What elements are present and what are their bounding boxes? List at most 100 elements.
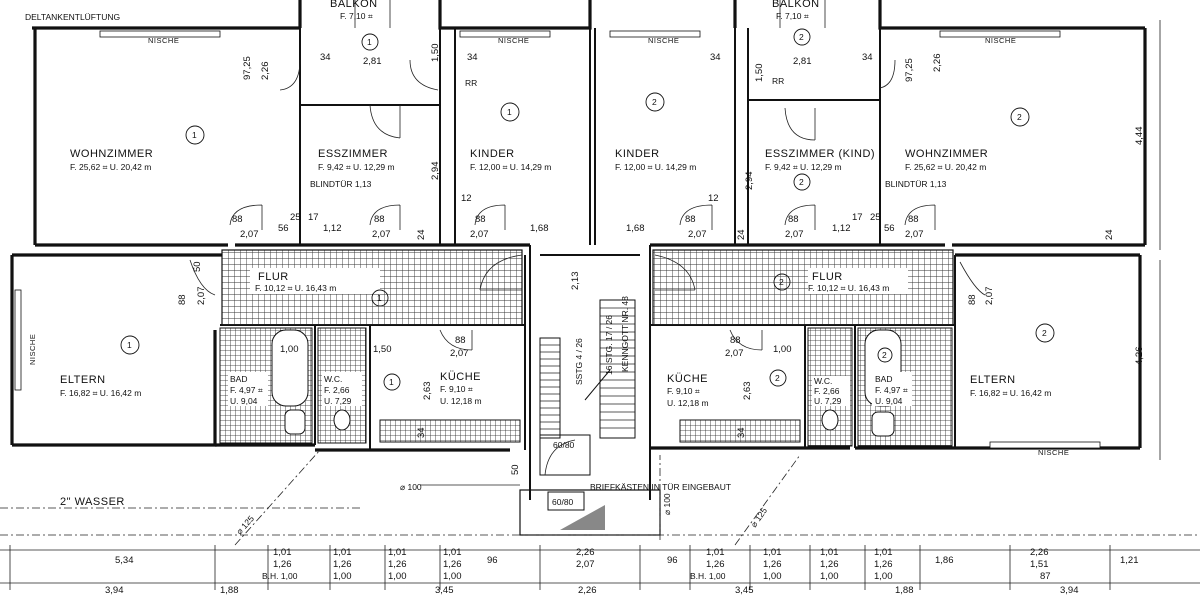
nische-6: NISCHE	[28, 334, 37, 365]
eltern-right-area: F. 16,82 ⌗ U. 16,42 m	[970, 388, 1051, 398]
wohnzimmer-right-area: F. 25,62 ⌗ U. 20,42 m	[905, 162, 986, 172]
dim-bottom: 1,26	[763, 559, 782, 570]
kinder-left-area: F. 12,00 ⌗ U. 14,29 m	[470, 162, 551, 172]
dim-text: 2,26	[260, 62, 271, 81]
size-6080-a: 60/80	[553, 440, 575, 450]
dim-text: 56	[884, 223, 895, 234]
dim-bottom: 1,00	[388, 571, 407, 582]
unit-number: 1	[127, 340, 132, 350]
dim-bottom: 1,00	[763, 571, 782, 582]
dim-bottom: 1,01	[874, 547, 893, 558]
dim-bottom: 2,07	[576, 559, 595, 570]
interior-walls	[220, 28, 956, 500]
dim-bottom: 1,01	[706, 547, 725, 558]
dim-bottom: 1,26	[706, 559, 725, 570]
dim-text: 34	[416, 427, 427, 438]
esszimmer-left-area: F. 9,42 ⌗ U. 12,29 m	[318, 162, 395, 172]
esszimmer-right-area: F. 9,42 ⌗ U. 12,29 m	[765, 162, 842, 172]
dim-text: 2,94	[430, 162, 441, 181]
dim-text: 2,07	[725, 348, 744, 359]
nische-2: NISCHE	[498, 36, 529, 45]
wc-left-u: U. 7,29	[324, 396, 352, 406]
dim-text: 2,26	[932, 54, 943, 73]
balkon-left-area: F. 7,10 ⌗	[340, 11, 373, 21]
size-6080-b: 60/80	[552, 497, 574, 507]
dim-text: 1,68	[530, 223, 549, 234]
unit-number: 1	[389, 377, 394, 387]
door-swings	[189, 59, 986, 351]
dim-text: 2,07	[984, 287, 995, 306]
dim-bottom: 96	[667, 555, 678, 566]
bad-right: BAD	[875, 374, 892, 384]
flur-left-area: F. 10,12 ⌗ U. 16,43 m	[255, 283, 336, 293]
dim-text: 17	[852, 212, 863, 223]
dim-bottom: 1,26	[443, 559, 462, 570]
dimension-lines	[0, 20, 1200, 590]
dim-text: 2,94	[744, 172, 755, 191]
dim-text: 34	[736, 427, 747, 438]
kueche-left-area: F. 9,10 ⌗	[440, 384, 473, 394]
dim-text: 1,50	[373, 344, 392, 355]
unit-number: 2	[1042, 328, 1047, 338]
dim-text: 12	[708, 193, 719, 204]
dim-bottom: 2,26	[1030, 547, 1049, 558]
kitchen-left-counter	[379, 419, 521, 443]
dim-bottom: 5,34	[115, 555, 134, 566]
dim-bottom: 1,01	[273, 547, 292, 558]
kueche-right-area: F. 9,10 ⌗	[667, 386, 700, 396]
unit-number: 2	[775, 373, 780, 383]
wohnzimmer-right: WOHNZIMMER	[905, 148, 988, 160]
bad-left-u: U. 9,04	[230, 396, 258, 406]
dim-text: 34	[710, 52, 721, 63]
dim-text: 34	[467, 52, 478, 63]
dim-bottom: 1,88	[220, 585, 239, 596]
eltern-left-area: F. 16,82 ⌗ U. 16,42 m	[60, 388, 141, 398]
unit-number: 1	[192, 130, 197, 140]
dim-text: 2,81	[793, 56, 812, 67]
dim-bottom: B.H. 1,00	[262, 571, 298, 581]
kueche-left-u: U. 12,18 m	[440, 396, 482, 406]
dim-text: 88	[232, 214, 243, 225]
dim-bottom: 2,26	[576, 547, 595, 558]
dim-bottom: 1,26	[273, 559, 292, 570]
dim-text: 56	[278, 223, 289, 234]
dim-text: 24	[736, 229, 747, 240]
dim-text: 24	[416, 229, 427, 240]
dim-bottom: 1,21	[1120, 555, 1139, 566]
dim-bottom: 1,26	[333, 559, 352, 570]
bad-right-u: U. 9,04	[875, 396, 903, 406]
kueche-right: KÜCHE	[667, 373, 708, 385]
blindtuer-right: BLINDTÜR 1,13	[885, 179, 947, 189]
dim-text: 88	[685, 214, 696, 225]
esszimmer-left: ESSZIMMER	[318, 148, 388, 160]
dim-bottom: 1,88	[895, 585, 914, 596]
wasser-label: 2" WASSER	[60, 496, 125, 508]
dim-text: 34	[862, 52, 873, 63]
dim-text: 1,00	[280, 344, 299, 355]
dim-bottom: 1,26	[820, 559, 839, 570]
briefkasten-label: BRIEFKÄSTEN IN TÜR EINGEBAUT	[590, 482, 731, 492]
nische-5: NISCHE	[1038, 448, 1069, 457]
dim-text: 1,50	[754, 64, 765, 83]
wc-left: W.C.	[324, 374, 342, 384]
vent-label: DELTANKENTLÜFTUNG	[25, 12, 120, 22]
dim-text: 25	[870, 212, 881, 223]
dim-text: 88	[475, 214, 486, 225]
dim-bottom: 1,26	[388, 559, 407, 570]
dim-text: 88	[455, 335, 466, 346]
dim-text: 17	[308, 212, 319, 223]
dim-text: 2,07	[688, 229, 707, 240]
rr-left: RR	[465, 78, 477, 88]
unit-number: 2	[652, 97, 657, 107]
dim-bottom: 3,45	[735, 585, 754, 596]
kinder-left: KINDER	[470, 148, 515, 160]
dim-bottom: 1,26	[874, 559, 893, 570]
dim-text: 2,13	[570, 272, 581, 291]
dim-text: 25	[290, 212, 301, 223]
dim-bottom: 87	[1040, 571, 1051, 582]
dim-text: 50	[510, 464, 521, 475]
stair-label-b: 16 STG. 17 / 26	[604, 315, 614, 375]
dim-text: 1,68	[626, 223, 645, 234]
dim-text: 88	[788, 214, 799, 225]
kinder-right: KINDER	[615, 148, 660, 160]
